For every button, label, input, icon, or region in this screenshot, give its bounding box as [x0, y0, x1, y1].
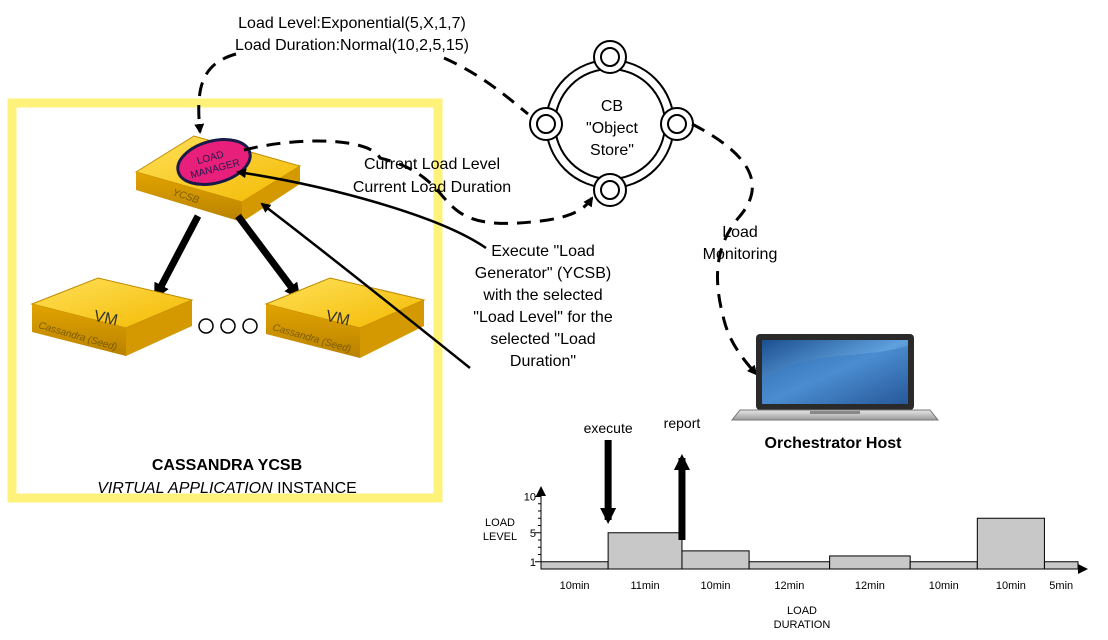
dashed-spec-to-store	[443, 56, 529, 116]
x-axis-title-line1: LOAD	[787, 605, 817, 617]
ellipsis-dot-3	[242, 318, 258, 334]
object-store-line2: "Object	[586, 120, 638, 137]
load-monitoring-line2: Monitoring	[703, 246, 778, 263]
execute-note: Execute "Load Generator" (YCSB) with the…	[473, 243, 613, 370]
store-node-right	[660, 107, 694, 141]
execute-note-line6: Duration"	[510, 353, 576, 370]
y-axis-title-line2: LEVEL	[483, 531, 517, 543]
execute-note-line4: "Load Level" for the	[473, 309, 613, 326]
duration-label: 11min	[630, 580, 659, 592]
timeline-bar	[909, 561, 978, 570]
timeline-bar	[1043, 561, 1079, 570]
store-node-left	[529, 107, 563, 141]
timeline-bar	[976, 517, 1045, 570]
load-duration-spec: Load Duration:Normal(10,2,5,15)	[235, 37, 469, 54]
load-manager-badge: LOAD MANAGER	[176, 138, 252, 186]
application-instance-title: CASSANDRA YCSB	[152, 457, 302, 474]
execute-note-line3: with the selected	[482, 287, 602, 304]
report-label: report	[664, 415, 701, 431]
store-node-top	[593, 40, 627, 74]
load-timeline-chart: 1 5 10 10min 11min 10min 12min 12min 10min 10min 5…	[483, 415, 1088, 631]
y-axis-title-line1: LOAD	[485, 517, 515, 529]
ellipsis-dot-1	[198, 318, 214, 334]
timeline-bar	[748, 561, 831, 570]
subtitle-rest-part: INSTANCE	[273, 480, 357, 497]
execute-note-line2: Generator" (YCSB)	[475, 265, 611, 282]
application-instance-subtitle: VIRTUAL APPLICATION INSTANCE	[97, 480, 357, 497]
execute-label: execute	[584, 420, 633, 436]
execute-note-line1: Execute "Load	[491, 243, 595, 260]
current-load-level: Current Load Level	[364, 156, 500, 173]
orchestrator-host-label: Orchestrator Host	[765, 435, 903, 452]
object-store-ring: CB "Object Store"	[529, 40, 694, 207]
duration-label: 12min	[774, 580, 804, 592]
execute-note-line5: selected "Load	[490, 331, 595, 348]
timeline-bar	[607, 532, 683, 570]
duration-label: 10min	[929, 580, 959, 592]
dashed-manager-to-store	[243, 139, 594, 225]
arrow-execute-to-manager	[236, 168, 487, 250]
arrow-to-vm-2	[235, 213, 301, 300]
timeline-bar	[540, 561, 609, 570]
application-instance-frame	[7, 98, 443, 503]
object-store-line1: CB	[601, 98, 623, 115]
y-tick-label: 1	[530, 557, 536, 569]
x-axis-title-line2: DURATION	[774, 619, 831, 631]
duration-label: 10min	[701, 580, 731, 592]
arrow-execute-to-ycsb	[260, 202, 471, 369]
vm-node-1: VM Cassandra (Seed)	[30, 277, 194, 356]
duration-label: 10min	[560, 580, 590, 592]
subtitle-italic-part: VIRTUAL APPLICATION	[97, 480, 273, 497]
timeline-bar	[829, 555, 911, 570]
ellipsis-dot-2	[220, 318, 236, 334]
load-level-spec: Load Level:Exponential(5,X,1,7)	[238, 15, 466, 32]
timeline-bar	[681, 550, 750, 570]
current-load-duration: Current Load Duration	[353, 179, 511, 196]
store-node-bottom	[593, 173, 627, 207]
duration-label: 5min	[1049, 580, 1073, 592]
dashed-store-to-orchestrator	[691, 122, 758, 376]
arrow-to-vm-1	[152, 214, 202, 300]
y-tick-label: 5	[530, 528, 536, 540]
laptop-icon	[730, 334, 940, 421]
vm-2-label: VM	[324, 308, 351, 330]
y-tick-label: 10	[524, 492, 536, 504]
vm-1-label: VM	[92, 308, 119, 330]
load-monitoring-line1: Load	[722, 224, 758, 241]
duration-label: 10min	[996, 580, 1026, 592]
object-store-line3: Store"	[590, 142, 634, 159]
duration-label: 12min	[855, 580, 885, 592]
dashed-spec-to-manager	[194, 52, 237, 134]
